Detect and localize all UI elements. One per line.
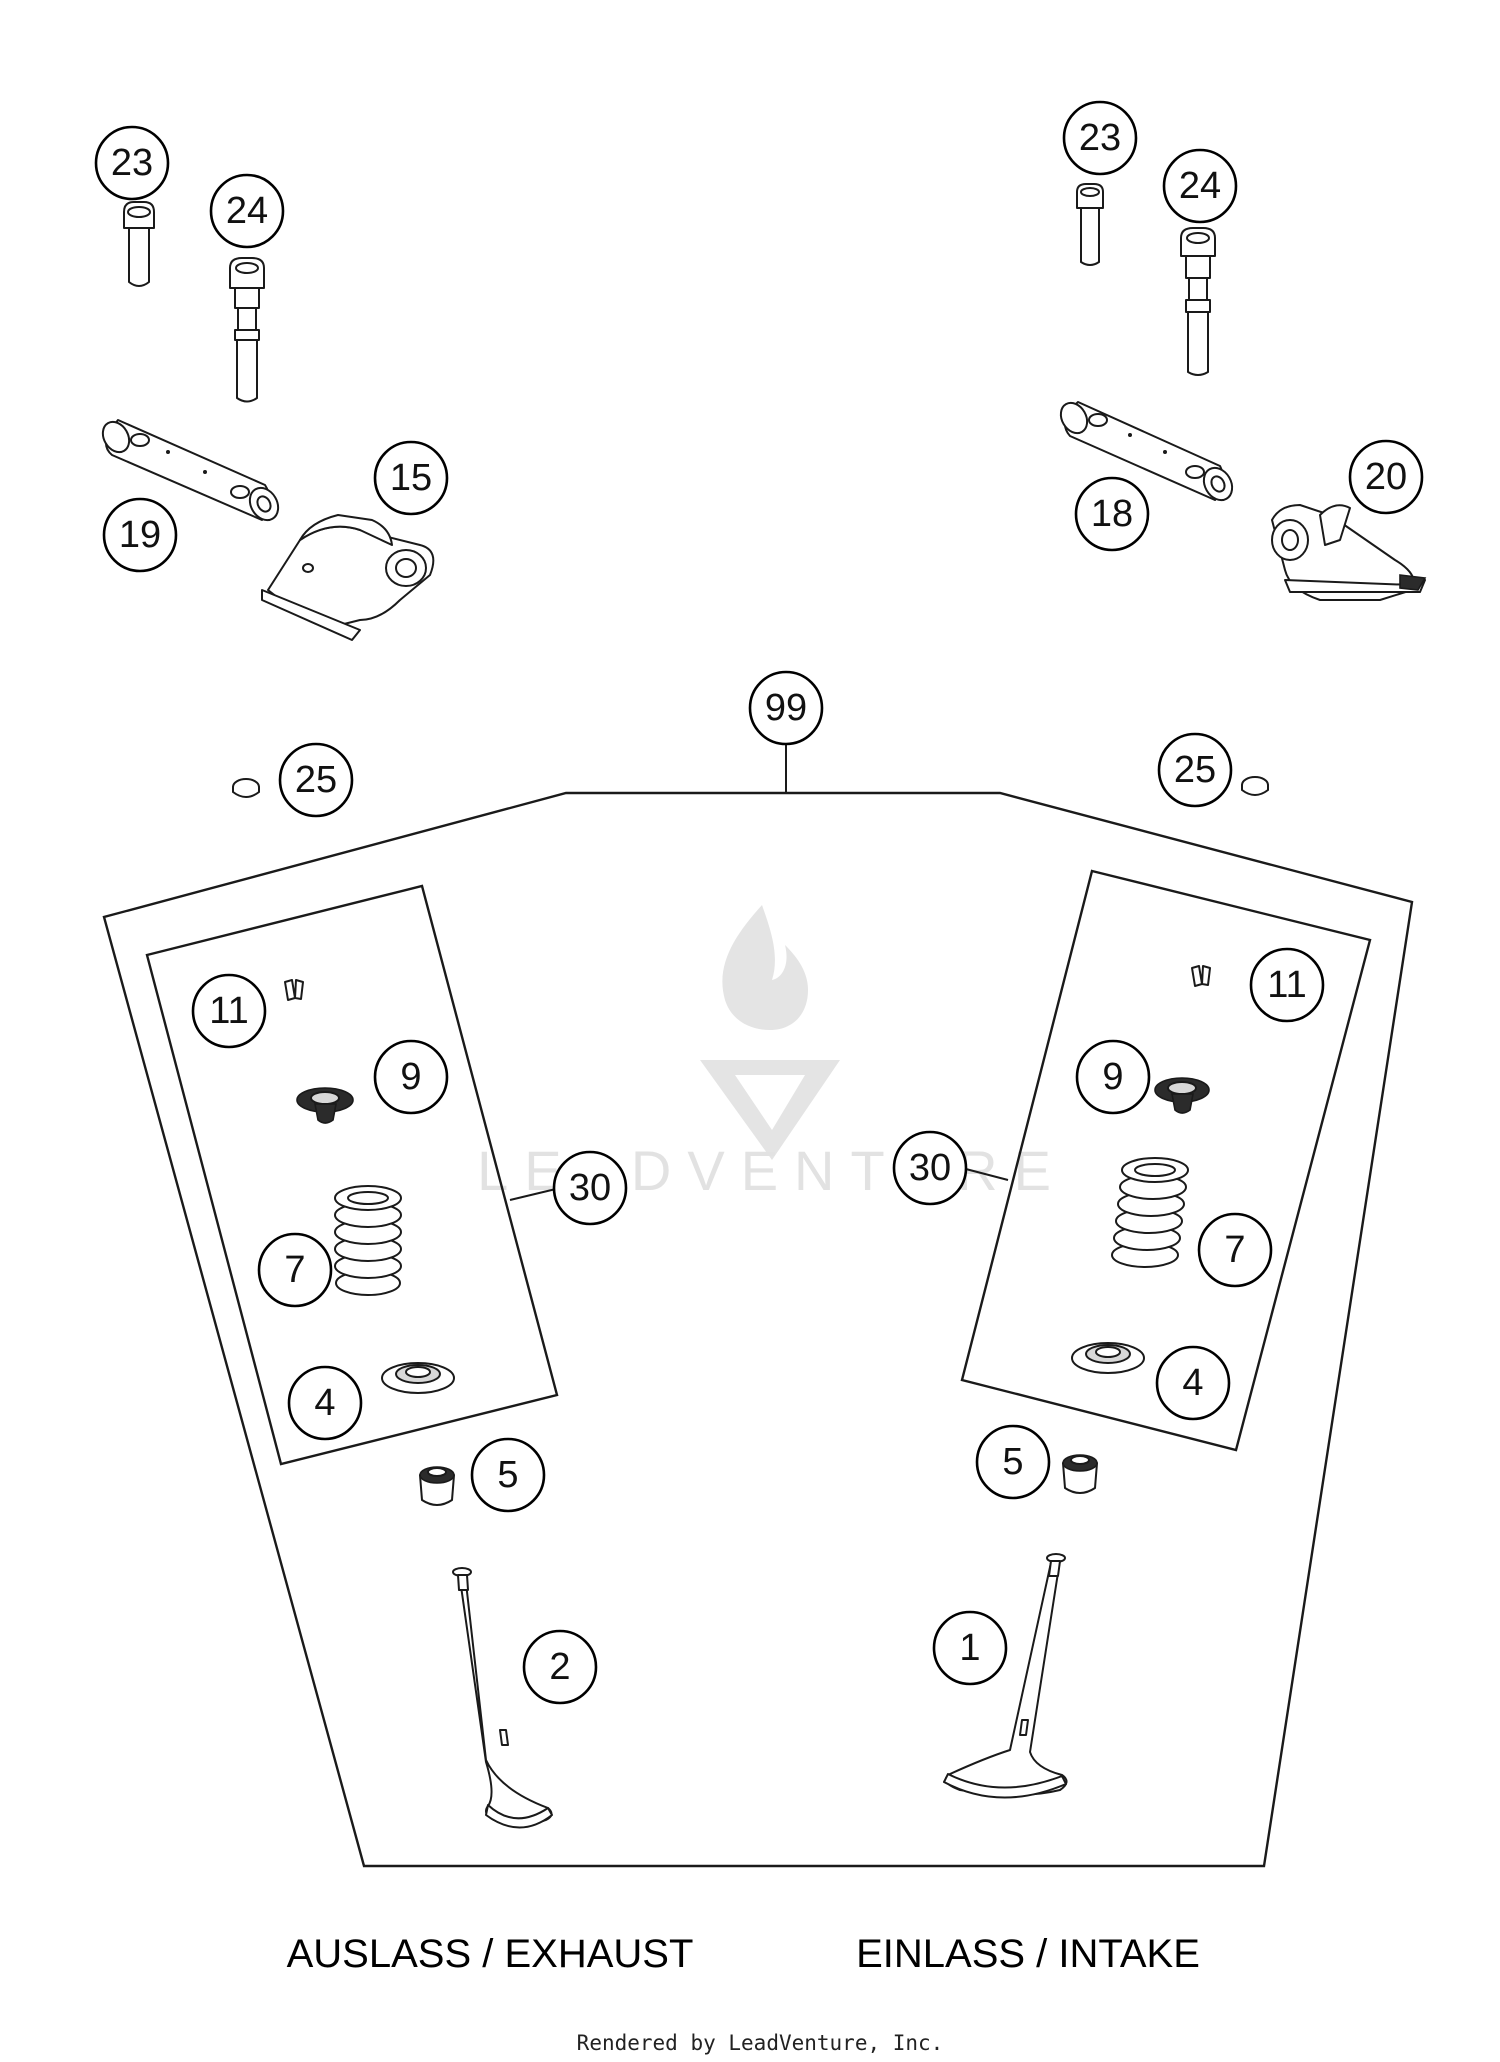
rocker-arm-20: [1271, 504, 1427, 601]
exhaust-valve-2: [452, 1567, 553, 1829]
callout-5-left-text: 5: [497, 1454, 518, 1496]
callout-7-right: 7: [1197, 1212, 1273, 1288]
callout-5-left: 5: [470, 1437, 546, 1513]
leader-30-left: [509, 1187, 561, 1201]
intake-valve-1: [943, 1553, 1068, 1799]
callout-24-right: 24: [1162, 148, 1238, 224]
callout-19: 19: [102, 497, 178, 573]
bolt-23-right: [1076, 183, 1104, 266]
callout-20-text: 20: [1365, 456, 1407, 498]
callout-7-right-text: 7: [1224, 1229, 1245, 1271]
valve-spring-kit-frame-exhaust: [145, 884, 559, 1466]
rocker-shaft-18: [1059, 401, 1234, 502]
callout-11-left-text: 11: [209, 990, 248, 1032]
callout-23-right-text: 23: [1079, 117, 1121, 159]
callout-4-left-text: 4: [314, 1382, 335, 1424]
callout-99-text: 99: [765, 687, 807, 729]
callout-4-left: 4: [287, 1365, 363, 1441]
callout-25-left-text: 25: [295, 759, 337, 801]
callout-4-right-text: 4: [1182, 1362, 1203, 1404]
rocker-arm-15: [261, 514, 435, 641]
caption-exhaust: AUSLASS / EXHAUST: [287, 1932, 694, 1976]
caption-intake: EINLASS / INTAKE: [856, 1932, 1200, 1976]
callout-2: 2: [522, 1629, 598, 1705]
callout-30-left-text: 30: [569, 1167, 611, 1209]
callout-18: 18: [1074, 476, 1150, 552]
valve-keeper-11-right: [1191, 965, 1211, 987]
callout-1-text: 1: [959, 1627, 980, 1669]
callout-7-left: 7: [257, 1232, 333, 1308]
leader-30-right: [961, 1167, 1009, 1181]
callout-15-text: 15: [390, 457, 432, 499]
shim-25-right: [1241, 776, 1269, 796]
spring-retainer-9-left: [296, 1087, 354, 1124]
valve-stem-seal-5-left: [419, 1466, 455, 1506]
valve-spring-7-left: [334, 1185, 402, 1296]
callout-23-left: 23: [94, 125, 170, 201]
callout-30-left: 30: [552, 1150, 628, 1226]
cylinder-head-kit-frame: [102, 791, 1414, 1868]
leadventure-watermark: LEADVENTURE: [477, 905, 1051, 1202]
callout-30-right-text: 30: [909, 1147, 951, 1189]
callout-99: 99: [748, 670, 824, 746]
rocker-shaft-19: [101, 419, 280, 522]
callout-25-left: 25: [278, 742, 354, 818]
valve-spring-7-right: [1111, 1157, 1189, 1268]
spring-seat-4-right: [1071, 1342, 1145, 1374]
callout-25-right: 25: [1157, 732, 1233, 808]
callout-19-text: 19: [119, 514, 161, 556]
valve-spring-kit-frame-intake: [960, 869, 1372, 1452]
valve-stem-seal-5-right: [1062, 1454, 1098, 1494]
callout-20: 20: [1348, 439, 1424, 515]
callout-24-right-text: 24: [1179, 165, 1221, 207]
callout-5-right-text: 5: [1002, 1441, 1023, 1483]
bolt-24-right: [1180, 227, 1216, 376]
callout-9-left: 9: [373, 1039, 449, 1115]
callout-23-left-text: 23: [111, 142, 153, 184]
callout-9-right: 9: [1075, 1039, 1151, 1115]
callout-15: 15: [373, 440, 449, 516]
spring-retainer-9-right: [1154, 1077, 1210, 1114]
callout-30-right: 30: [892, 1130, 968, 1206]
callout-11-right: 11: [1249, 947, 1325, 1023]
callout-23-right: 23: [1062, 100, 1138, 176]
callout-18-text: 18: [1091, 493, 1133, 535]
footer-credit: Rendered by LeadVenture, Inc.: [577, 2031, 944, 2055]
callout-24-left-text: 24: [226, 190, 268, 232]
callout-2-text: 2: [549, 1646, 570, 1688]
callout-9-left-text: 9: [400, 1056, 421, 1098]
shim-25-left: [232, 778, 260, 798]
callout-11-right-text: 11: [1267, 964, 1306, 1006]
bolt-24-left: [229, 257, 265, 403]
bolt-23-left: [123, 201, 155, 287]
callout-5-right: 5: [975, 1424, 1051, 1500]
callout-7-left-text: 7: [284, 1249, 305, 1291]
spring-seat-4-left: [381, 1362, 455, 1394]
valve-keeper-11-left: [284, 979, 304, 1001]
callout-11-left: 11: [191, 973, 267, 1049]
callout-24-left: 24: [209, 173, 285, 249]
callout-1: 1: [932, 1610, 1008, 1686]
callout-25-right-text: 25: [1174, 749, 1216, 791]
callout-4-right: 4: [1155, 1345, 1231, 1421]
callout-9-right-text: 9: [1102, 1056, 1123, 1098]
